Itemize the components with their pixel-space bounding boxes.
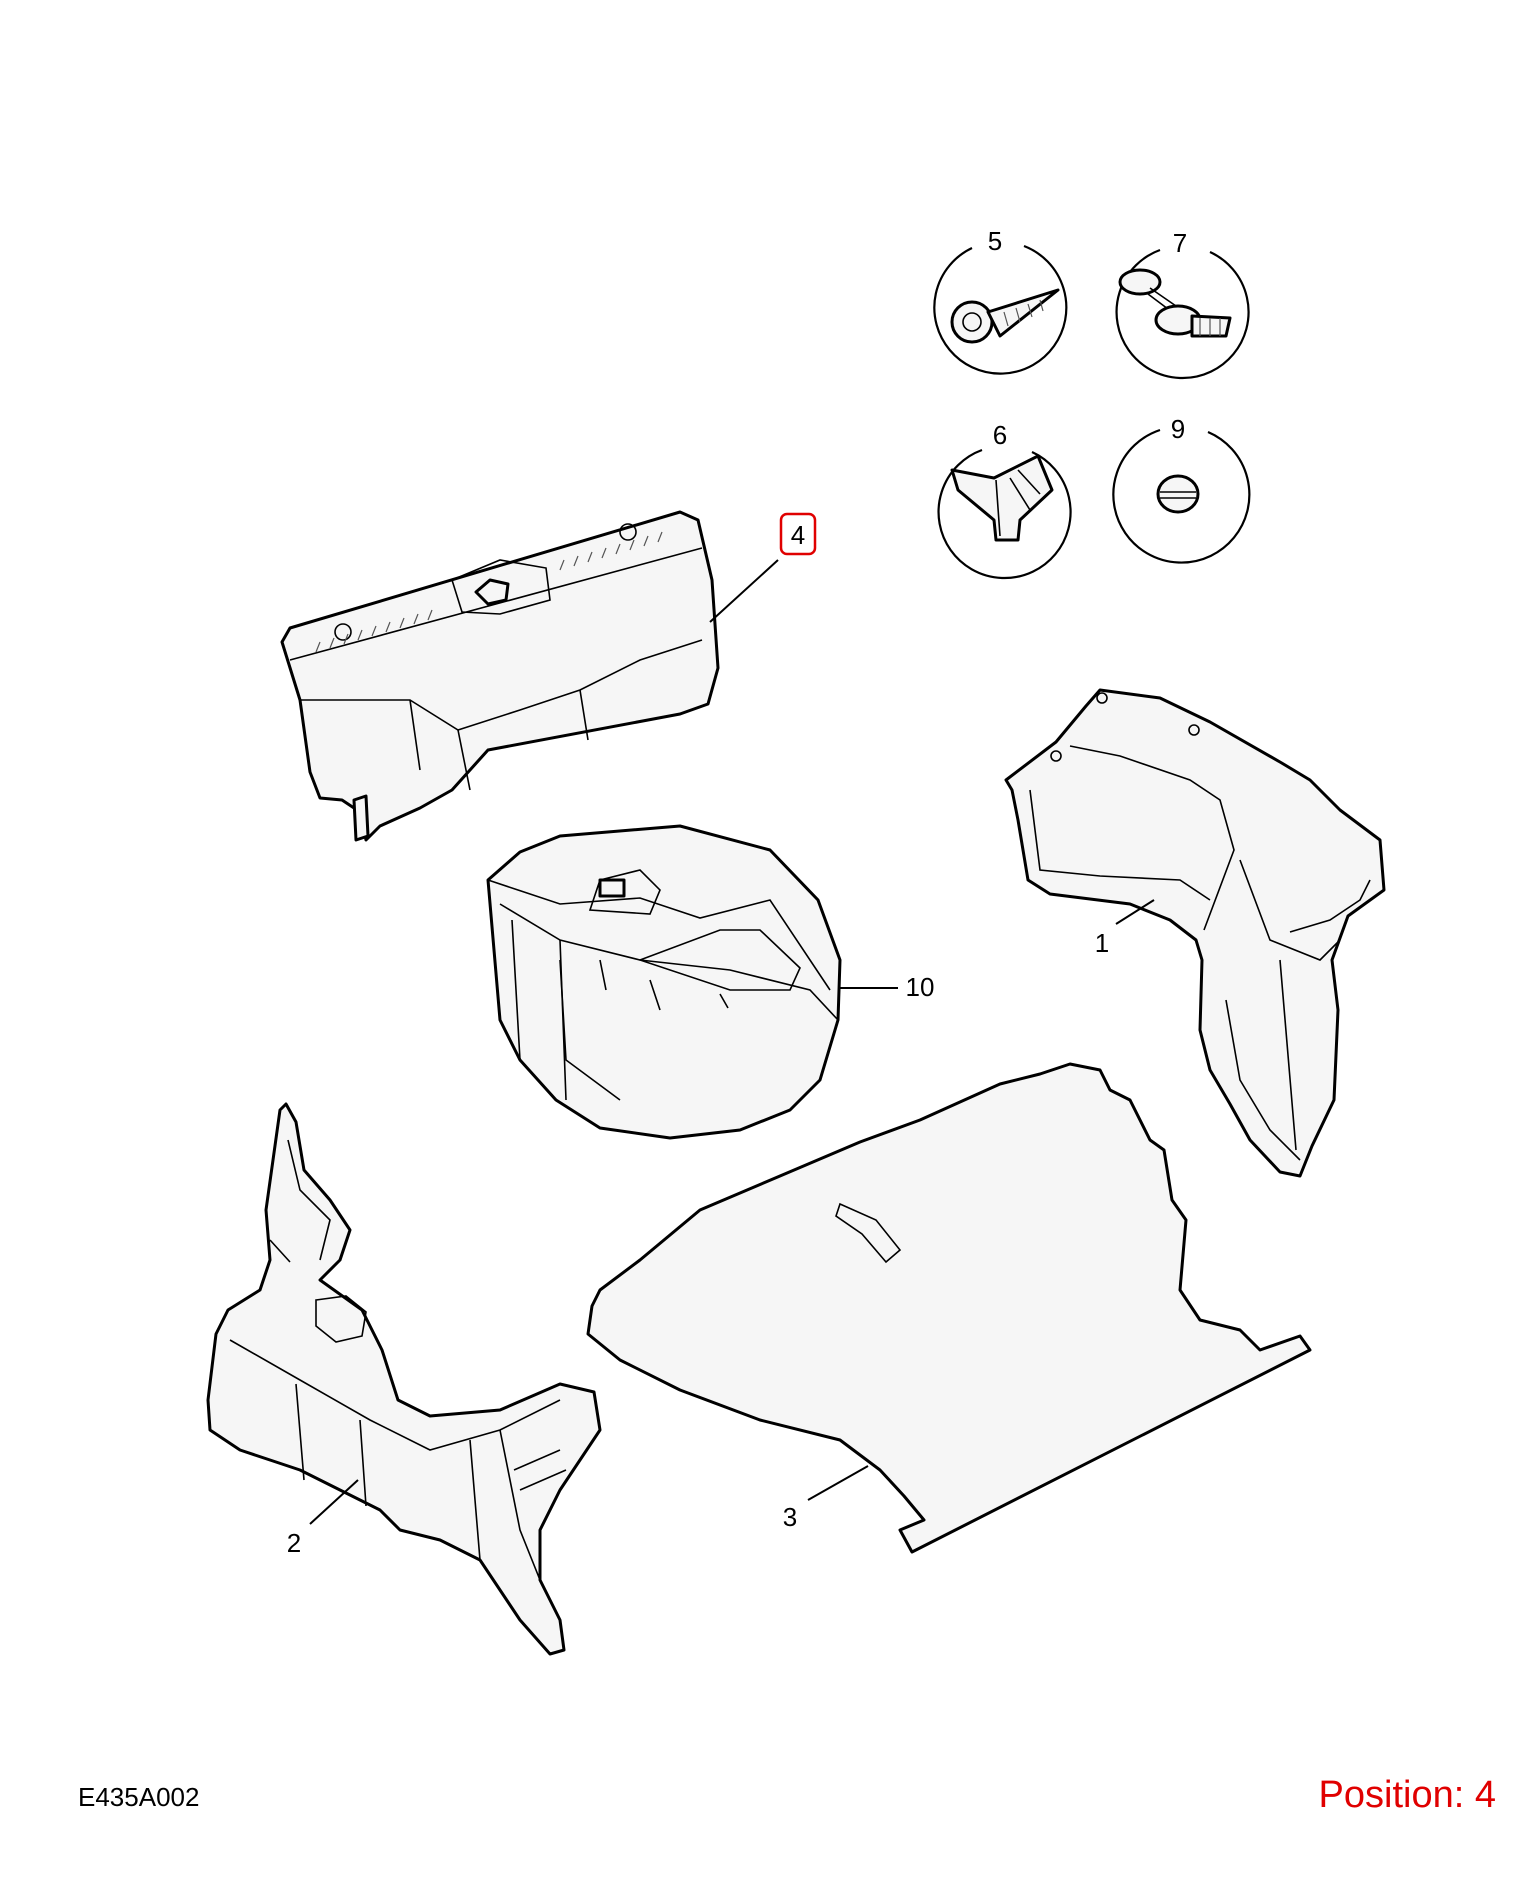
plug-cap-icon	[1156, 474, 1200, 514]
part-6-number: 6	[993, 420, 1007, 450]
part-1-number: 1	[1095, 928, 1109, 958]
position-label: Position: 4	[1318, 1774, 1496, 1816]
screw-icon	[950, 288, 1060, 344]
part-3-number: 3	[783, 1502, 797, 1532]
part-10-number: 10	[906, 972, 935, 1002]
clip-icon	[950, 454, 1054, 542]
part-7-push-rivet[interactable]: 7	[1115, 228, 1250, 380]
part-3-floor-carpet[interactable]: 3	[586, 1062, 1312, 1554]
part-9-plug[interactable]: 9	[1112, 414, 1251, 564]
part-2-left-side-trim[interactable]: 2	[206, 1102, 602, 1656]
diagram-code: E435A002	[78, 1782, 200, 1812]
part-6-clip[interactable]: 6	[937, 420, 1072, 580]
highlight-box	[779, 512, 817, 556]
part-5-number: 5	[988, 226, 1002, 256]
part-2-number: 2	[287, 1528, 301, 1558]
part-4-number: 4	[791, 520, 805, 550]
part-9-number: 9	[1171, 414, 1185, 444]
part-10-storage-tray[interactable]: 10	[486, 824, 935, 1140]
part-7-number: 7	[1173, 228, 1187, 258]
push-rivet-icon	[1118, 268, 1232, 338]
part-5-screw[interactable]: 5	[933, 226, 1068, 375]
part-1-right-side-trim[interactable]: 1	[1004, 688, 1386, 1178]
part-4-rear-sill-trim[interactable]: 4	[280, 510, 817, 842]
